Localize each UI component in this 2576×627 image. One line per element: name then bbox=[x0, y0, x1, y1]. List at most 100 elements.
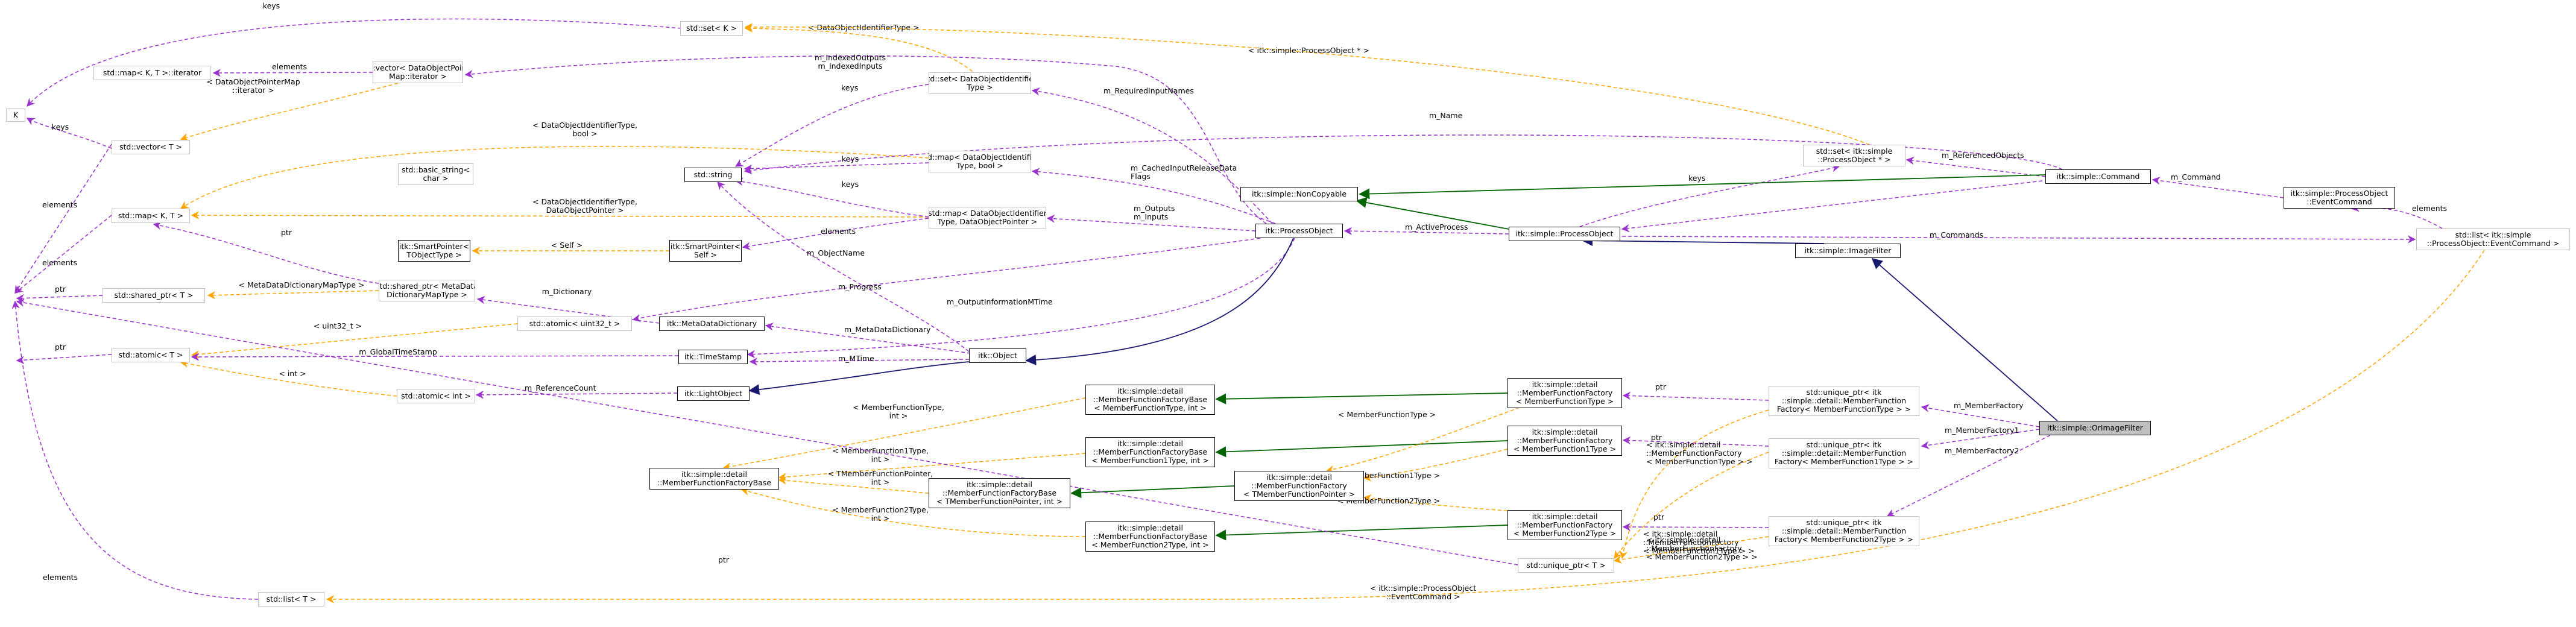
node-map-doid-bool[interactable]: std::map< DataObjectIdentifierType, bool… bbox=[929, 151, 1031, 172]
edge-label: elements bbox=[43, 573, 78, 582]
node-label-line: Self > bbox=[694, 250, 717, 259]
node-shared-ptr-t[interactable]: std::shared_ptr< T > bbox=[103, 288, 205, 303]
edge-label-line: elements bbox=[821, 227, 856, 236]
node-object[interactable]: itk::Object bbox=[969, 348, 1026, 363]
node-label-line: std::set< itk::simple bbox=[1816, 147, 1893, 156]
node-smartpointer-self[interactable]: itk::SmartPointer<Self > bbox=[669, 240, 742, 262]
edge-label-line: ptr bbox=[281, 228, 292, 237]
node-metadatadictionary[interactable]: itk::MetaDataDictionary bbox=[659, 317, 765, 331]
node-mff-mf1t[interactable]: itk::simple::detail::MemberFunctionFacto… bbox=[1507, 426, 1622, 456]
edge-label-line: m_Command bbox=[2171, 172, 2221, 181]
edge-public-inheritance bbox=[748, 361, 970, 395]
node-label-line: ::simple::detail::MemberFunction bbox=[1781, 449, 1907, 458]
node-unique-mft[interactable]: std::unique_ptr< itk::simple::detail::Me… bbox=[1769, 386, 1919, 416]
node-mff-base[interactable]: itk::simple::detail::MemberFunctionFacto… bbox=[649, 468, 779, 490]
node-k[interactable]: K bbox=[6, 109, 25, 122]
node-atomic-uint32[interactable]: std::atomic< uint32_t > bbox=[517, 317, 632, 331]
node-mffb-mft[interactable]: itk::simple::detail::MemberFunctionFacto… bbox=[1085, 385, 1215, 415]
edge-label-line: m_GlobalTimeStamp bbox=[359, 347, 437, 356]
node-label-line: itk::simple::detail bbox=[681, 470, 747, 479]
edge-label-line: ptr bbox=[55, 285, 66, 294]
node-set-k[interactable]: std::set< K > bbox=[680, 21, 743, 36]
node-atomic-t[interactable]: std::atomic< T > bbox=[112, 348, 190, 362]
edge-label-line: ptr bbox=[55, 342, 66, 351]
edge-usage bbox=[1621, 180, 2043, 233]
edge-label-line: < itk::simple::ProcessObject bbox=[1370, 584, 1476, 593]
node-label-line: std::set< K > bbox=[686, 24, 737, 33]
node-label-line: std::shared_ptr< T > bbox=[114, 291, 194, 300]
node-string[interactable]: std::string bbox=[684, 168, 742, 182]
edge-label: elements bbox=[42, 258, 77, 267]
node-mff-tmfp[interactable]: itk::simple::detail::MemberFunctionFacto… bbox=[1234, 471, 1364, 501]
node-map-kt[interactable]: std::map< K, T > bbox=[112, 209, 190, 223]
edge-label: m_Command bbox=[2171, 172, 2221, 181]
node-label-line: DictionaryMapType > bbox=[387, 290, 467, 299]
node-list-t[interactable]: std::list< T > bbox=[258, 592, 324, 607]
node-label-line: itk::simple::ImageFilter bbox=[1804, 246, 1892, 255]
edge-label-line: m_ObjectName bbox=[807, 248, 865, 257]
node-eventcommand[interactable]: itk::simple::ProcessObject::EventCommand bbox=[2284, 187, 2395, 209]
node-set-processobject-ptr[interactable]: std::set< itk::simple::ProcessObject * > bbox=[1803, 145, 1905, 166]
node-timestamp[interactable]: itk::TimeStamp bbox=[678, 350, 748, 364]
node-unique-mf1t[interactable]: std::unique_ptr< itk::simple::detail::Me… bbox=[1769, 438, 1919, 468]
node-imagefilter[interactable]: itk::simple::ImageFilter bbox=[1795, 244, 1901, 258]
node-mffb-tmfp[interactable]: itk::simple::detail::MemberFunctionFacto… bbox=[929, 478, 1070, 508]
edge-usage bbox=[632, 238, 1261, 323]
node-unique-mf2t[interactable]: std::unique_ptr< itk::simple::detail::Me… bbox=[1769, 516, 1919, 546]
edge-usage bbox=[743, 134, 2063, 175]
edge-label-line: < itk::simple::detail bbox=[1646, 535, 1720, 544]
edge-label: keys bbox=[263, 1, 280, 10]
edge-usage bbox=[1905, 156, 2046, 177]
node-basic-string[interactable]: std::basic_string<char > bbox=[398, 163, 473, 185]
edge-label-line: keys bbox=[263, 1, 280, 10]
edge-template bbox=[207, 290, 379, 300]
edge-label-line: elements bbox=[42, 200, 77, 209]
edge-template bbox=[191, 211, 929, 219]
edge-label-line: m_OutputInformationMTime bbox=[947, 297, 1053, 306]
node-command[interactable]: itk::simple::Command bbox=[2045, 169, 2151, 184]
edge-label-line: m_Dictionary bbox=[542, 287, 592, 296]
node-map-iterator[interactable]: std::map< K, T >::iterator bbox=[93, 66, 211, 80]
node-mff-mft[interactable]: itk::simple::detail::MemberFunctionFacto… bbox=[1507, 378, 1622, 408]
node-lightobject[interactable]: itk::LightObject bbox=[677, 386, 750, 401]
node-atomic-int[interactable]: std::atomic< int > bbox=[397, 389, 475, 403]
edge-label: m_RequiredInputNames bbox=[1103, 86, 1194, 95]
node-noncopyable[interactable]: itk::simple::NonCopyable bbox=[1240, 187, 1358, 201]
edge-label-line: m_ReferenceCount bbox=[525, 383, 596, 392]
edge-usage bbox=[16, 298, 1518, 566]
node-unique-ptr-t[interactable]: std::unique_ptr< T > bbox=[1518, 558, 1614, 573]
node-label-line: Map::iterator > bbox=[389, 72, 447, 81]
edge-label-line: < int > bbox=[279, 369, 306, 378]
node-vector-dopmi[interactable]: std::vector< DataObjectPointerMap::itera… bbox=[373, 61, 463, 83]
node-label-line: ::simple::detail::MemberFunction bbox=[1781, 526, 1907, 535]
node-label-line: < MemberFunction1Type, int > bbox=[1091, 456, 1209, 465]
edge-label: < MemberFunction2Type,int > bbox=[832, 505, 929, 523]
node-label-line: ::MemberFunctionFactoryBase bbox=[1093, 447, 1208, 456]
node-label-line: std::basic_string< bbox=[402, 165, 470, 174]
node-smartpointer-t[interactable]: itk::SmartPointer<TObjectType > bbox=[398, 240, 470, 262]
node-vector-t[interactable]: std::vector< T > bbox=[112, 140, 190, 154]
node-label-line: itk::simple::detail bbox=[1532, 380, 1598, 389]
edge-label-line: m_Commands bbox=[1930, 230, 1983, 239]
node-mffb-mf1t[interactable]: itk::simple::detail::MemberFunctionFacto… bbox=[1085, 437, 1215, 467]
edge-label: m_ObjectName bbox=[807, 248, 865, 257]
node-mffb-mf2t[interactable]: itk::simple::detail::MemberFunctionFacto… bbox=[1085, 521, 1215, 552]
edge-label: m_OutputInformationMTime bbox=[947, 297, 1053, 306]
node-processobject[interactable]: itk::ProcessObject bbox=[1255, 224, 1343, 238]
edge-template bbox=[180, 83, 399, 141]
edge-label-line: < Self > bbox=[551, 241, 582, 250]
node-orimagefilter[interactable]: itk::simple::OrImageFilter bbox=[2039, 421, 2151, 435]
node-label-line: itk::simple::detail bbox=[967, 480, 1032, 489]
edge-label: < uint32_t > bbox=[314, 321, 362, 330]
edge-usage bbox=[749, 358, 970, 366]
edge-template bbox=[1363, 449, 1508, 482]
node-label-line: itk::simple::ProcessObject bbox=[2290, 189, 2388, 198]
node-simple-processobject[interactable]: itk::simple::ProcessObject bbox=[1509, 227, 1620, 241]
node-mff-mf2t[interactable]: itk::simple::detail::MemberFunctionFacto… bbox=[1507, 510, 1622, 540]
node-list-eventcommand[interactable]: std::list< itk::simple::ProcessObject::E… bbox=[2416, 228, 2570, 250]
